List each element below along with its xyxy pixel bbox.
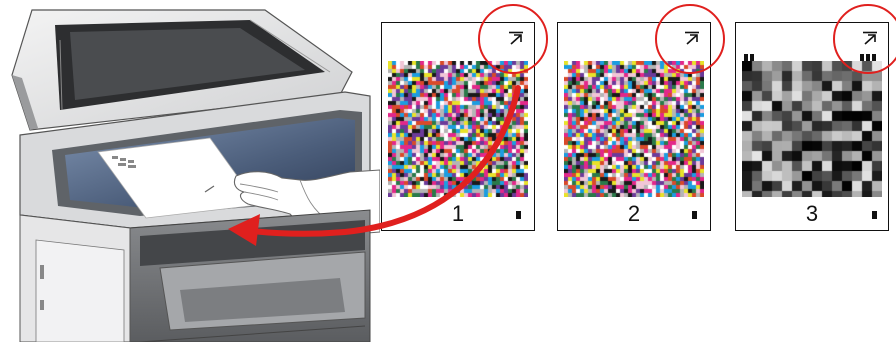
page-mark (692, 211, 697, 219)
page-number: 2 (558, 201, 710, 227)
highlight-circle (655, 4, 725, 74)
color-image-content (388, 61, 528, 197)
highlight-circle (478, 4, 548, 74)
color-image-content (564, 61, 704, 197)
highlight-circle (833, 4, 896, 74)
page-number: 3 (736, 201, 888, 227)
page-mark (872, 211, 877, 219)
page-number: 1 (382, 201, 534, 227)
page-mark (516, 211, 521, 219)
copier-scanner (0, 0, 380, 342)
copier-body (20, 210, 370, 342)
grayscale-image-content (742, 61, 882, 197)
